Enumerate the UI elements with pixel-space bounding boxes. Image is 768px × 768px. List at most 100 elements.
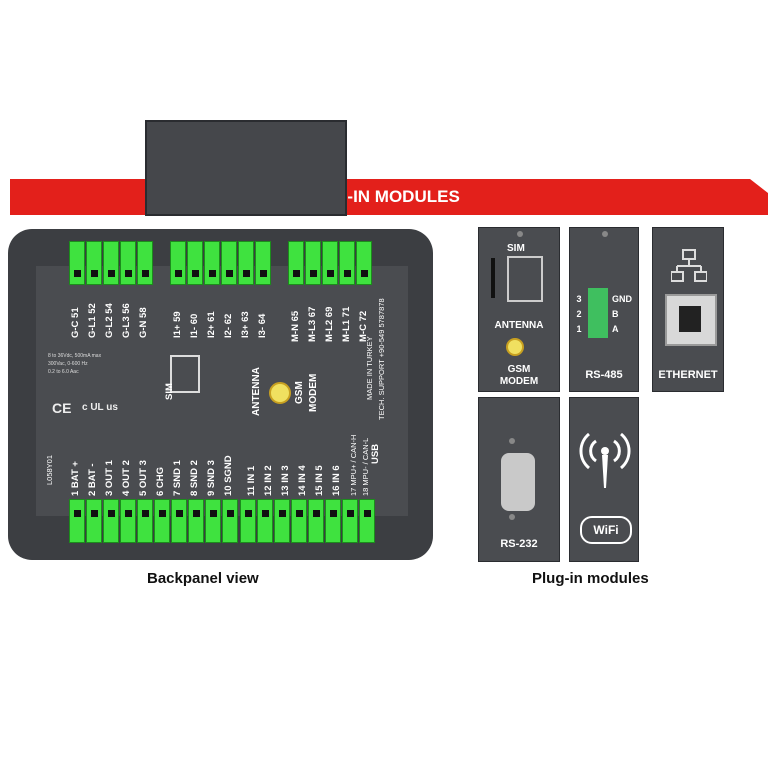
terminal-label: 12 IN 2 (263, 465, 274, 496)
terminal (288, 241, 304, 285)
antenna-connector-icon (506, 338, 524, 356)
rs485-label: RS-485 (585, 369, 623, 381)
terminal (187, 241, 203, 285)
terminal (305, 241, 321, 285)
rs485-signal: B (612, 309, 619, 319)
terminal-label: 5 OUT 3 (138, 460, 149, 496)
model-label: L058Y01 (45, 454, 54, 485)
terminal (120, 241, 136, 285)
ethernet-label: ETHERNET (658, 369, 718, 381)
gsm-antenna-label: ANTENNA (494, 320, 544, 331)
rj45-port-icon (665, 294, 717, 346)
terminal-label: I2+ 61 (206, 311, 217, 338)
top-terminal-block-1 (69, 241, 154, 285)
network-icon (671, 249, 707, 282)
gsm-sim-label: SIM (507, 243, 525, 254)
terminal-label: 14 IN 4 (297, 465, 308, 496)
terminal-label: 8 SND 2 (189, 460, 200, 496)
terminal (137, 499, 153, 543)
terminal (356, 241, 372, 285)
plugin-modules-banner: PLUG-IN MODULES (10, 179, 768, 215)
terminal (204, 241, 220, 285)
center-modem-label-2: MODEM (308, 373, 319, 412)
terminal (137, 241, 153, 285)
spec-line: 300Vac, 0-600 Hz (48, 361, 88, 367)
terminal (291, 499, 307, 543)
terminal (103, 499, 119, 543)
broadcast-icon (579, 432, 631, 488)
ul-mark: c UL us (82, 402, 118, 413)
terminal-label: 2 BAT - (87, 463, 98, 496)
terminal-label: 10 SGND (223, 455, 234, 496)
bottom-terminal-block-2 (240, 499, 376, 543)
terminal-label: 3 OUT 1 (104, 460, 115, 496)
terminal-label: I1+ 59 (172, 311, 183, 338)
sim-card-icon (507, 256, 543, 302)
rs485-signal: A (612, 324, 619, 334)
gsm-line1-label: GSM (507, 364, 531, 375)
terminal-label: 18 MPU- / CAN-L (361, 437, 370, 496)
terminal (325, 499, 341, 543)
modules-caption: Plug-in modules (532, 570, 649, 587)
screw-icon (509, 514, 515, 520)
terminal-label: M-L1 71 (341, 306, 352, 342)
support-label: TECH. SUPPORT +90-549 5787878 (377, 298, 386, 420)
terminal-label: 13 IN 3 (280, 465, 291, 496)
db9-connector-icon (501, 453, 535, 511)
center-sim-label: SIM (164, 383, 175, 400)
terminal-label: M-L3 67 (307, 306, 318, 342)
terminal-label: G-C 51 (70, 307, 81, 338)
ce-mark: CE (52, 400, 72, 416)
rs485-pin: 2 (576, 309, 582, 319)
terminal-label: 6 CHG (155, 466, 166, 496)
rs232-label: RS-232 (500, 538, 538, 550)
spec-line: 8 to 36Vdc, 500mA max (48, 353, 102, 359)
screw-icon (509, 438, 515, 444)
terminal (205, 499, 221, 543)
terminal-label: 11 IN 1 (246, 465, 257, 496)
banner-title: PLUG-IN MODULES (300, 187, 460, 206)
sim-card-icon (170, 355, 200, 393)
gsm-slot (145, 120, 347, 216)
backpanel-caption: Backpanel view (147, 570, 259, 587)
terminal-label: I2- 62 (223, 313, 234, 338)
terminal-label: 7 SND 1 (172, 460, 183, 496)
wifi-module: WiFi (569, 397, 639, 562)
terminal-label: 4 OUT 2 (121, 460, 132, 496)
terminal-label: G-L1 52 (87, 303, 98, 338)
terminal (240, 499, 256, 543)
terminal (255, 241, 271, 285)
terminal-label: I3+ 63 (240, 311, 251, 338)
terminal (308, 499, 324, 543)
screw-icon (517, 231, 523, 237)
sim-slot-icon (491, 258, 495, 298)
terminal (339, 241, 355, 285)
terminal (86, 499, 102, 543)
gsm-line2-label: MODEM (499, 376, 539, 387)
spec-line: 0.2 to 6.0 Aac (48, 369, 79, 375)
terminal-label: 9 SND 3 (206, 460, 217, 496)
terminal (120, 499, 136, 543)
terminal (188, 499, 204, 543)
terminal (274, 499, 290, 543)
terminal (86, 241, 102, 285)
terminal (170, 241, 186, 285)
ethernet-module: ETHERNET (652, 227, 724, 392)
terminal (221, 241, 237, 285)
rs485-pin: 3 (576, 294, 582, 304)
center-antenna-label: ANTENNA (251, 367, 262, 416)
terminal (69, 499, 85, 543)
terminal (238, 241, 254, 285)
terminal (171, 499, 187, 543)
spec-plate: 8 to 36Vdc, 500mA max 300Vac, 0-600 Hz 0… (48, 352, 114, 427)
top-terminal-block-3 (288, 241, 373, 285)
bottom-terminal-block-1 (69, 499, 239, 543)
terminal (342, 499, 358, 543)
terminal (222, 499, 238, 543)
rs485-connector-icon (588, 288, 608, 338)
rs232-module: RS-232 (478, 397, 560, 562)
backpanel-inner-plate (36, 266, 408, 516)
terminal-label: 15 IN 5 (314, 465, 325, 496)
terminal (103, 241, 119, 285)
terminal-label: G-L2 54 (104, 303, 115, 338)
